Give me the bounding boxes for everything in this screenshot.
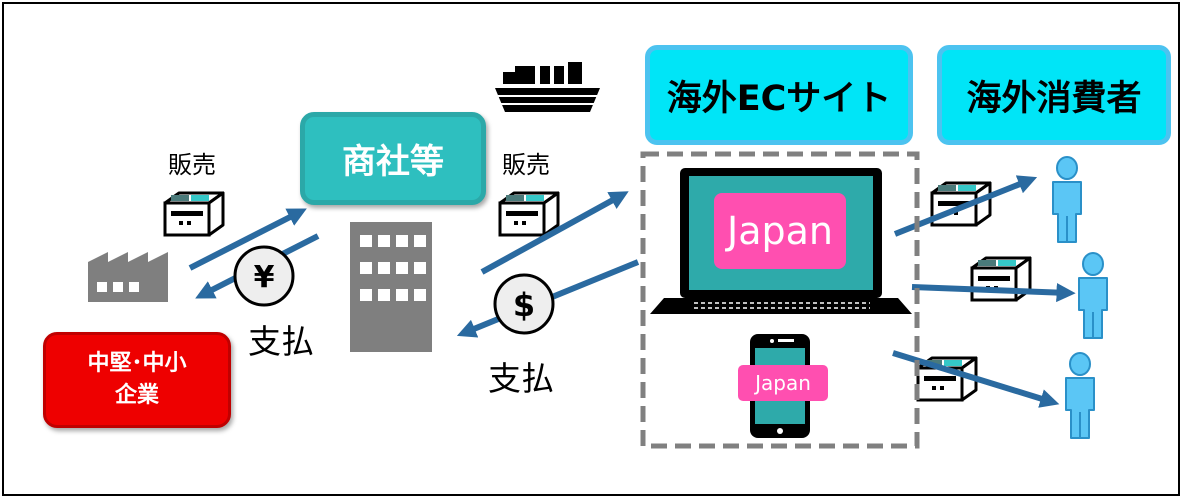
trading-company-node: 商社等 (300, 112, 486, 205)
overseas-ec-site-label: 海外ECサイト (666, 78, 892, 119)
package-icon (498, 191, 560, 237)
payment-label-left: 支払 (248, 322, 314, 361)
sme-label-line1: 中堅･中小 (87, 351, 187, 377)
sales-label-middle: 販売 (502, 151, 550, 179)
dollar-symbol: $ (513, 286, 535, 324)
payment-label-middle: 支払 (488, 359, 554, 398)
phone-screen-label: Japan (738, 365, 828, 401)
ship-icon (495, 62, 600, 112)
sme-node: 中堅･中小 企業 (43, 332, 231, 428)
overseas-consumer-label: 海外消費者 (966, 78, 1142, 119)
arrow-icon (911, 282, 1076, 303)
overseas-consumer-node: 海外消費者 (937, 45, 1171, 145)
factory-icon (88, 252, 168, 302)
yen-coin-icon: ¥ (233, 245, 295, 307)
dollar-coin-icon: $ (493, 273, 555, 335)
trading-company-label: 商社等 (342, 142, 444, 182)
ec-site-group (640, 151, 920, 449)
person-icon (1065, 352, 1095, 439)
person-icon (1052, 156, 1082, 243)
arrow-icon (188, 208, 307, 271)
package-icon (163, 191, 225, 237)
yen-symbol: ¥ (254, 260, 275, 295)
sme-label-line2: 企業 (114, 383, 159, 408)
overseas-ec-site-node: 海外ECサイト (645, 45, 913, 145)
laptop-screen-label: Japan (714, 193, 846, 269)
person-icon (1078, 252, 1108, 339)
building-icon (350, 222, 432, 352)
sales-label-left: 販売 (168, 151, 216, 179)
arrow-icon (480, 191, 629, 275)
